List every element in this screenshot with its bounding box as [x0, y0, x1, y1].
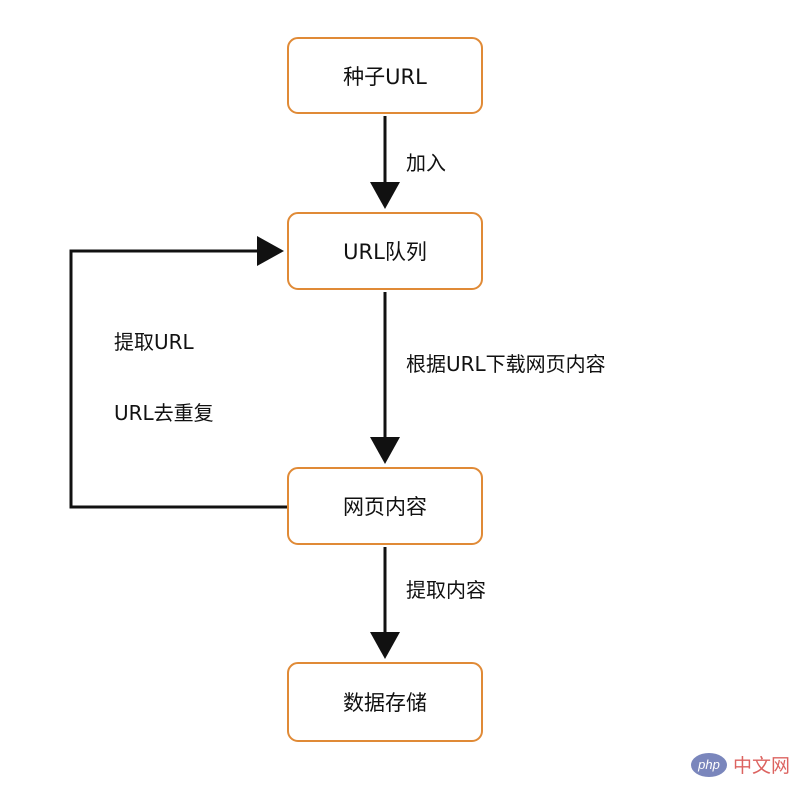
node-data-storage: 数据存储: [287, 662, 483, 742]
php-logo-icon: php: [690, 752, 727, 777]
watermark: php 中文网: [690, 751, 790, 778]
node-seed-url-label: 种子URL: [343, 64, 427, 89]
node-url-queue-label: URL队列: [343, 240, 427, 264]
edge-label-extract-url: 提取URL: [114, 330, 194, 354]
edge-label-extract-content: 提取内容: [406, 578, 486, 602]
watermark-text: 中文网: [732, 755, 790, 777]
node-data-storage-label: 数据存储: [343, 691, 427, 715]
edge-label-download: 根据URL下载网页内容: [406, 352, 606, 376]
edge-label-url-dedup: URL去重复: [114, 401, 214, 425]
edge-label-add: 加入: [406, 151, 446, 175]
node-url-queue: URL队列: [287, 212, 483, 290]
arrow-page-to-queue-loop: [69, 236, 287, 509]
node-page-content: 网页内容: [287, 467, 483, 545]
node-seed-url: 种子URL: [287, 37, 483, 114]
node-page-content-label: 网页内容: [343, 495, 427, 519]
